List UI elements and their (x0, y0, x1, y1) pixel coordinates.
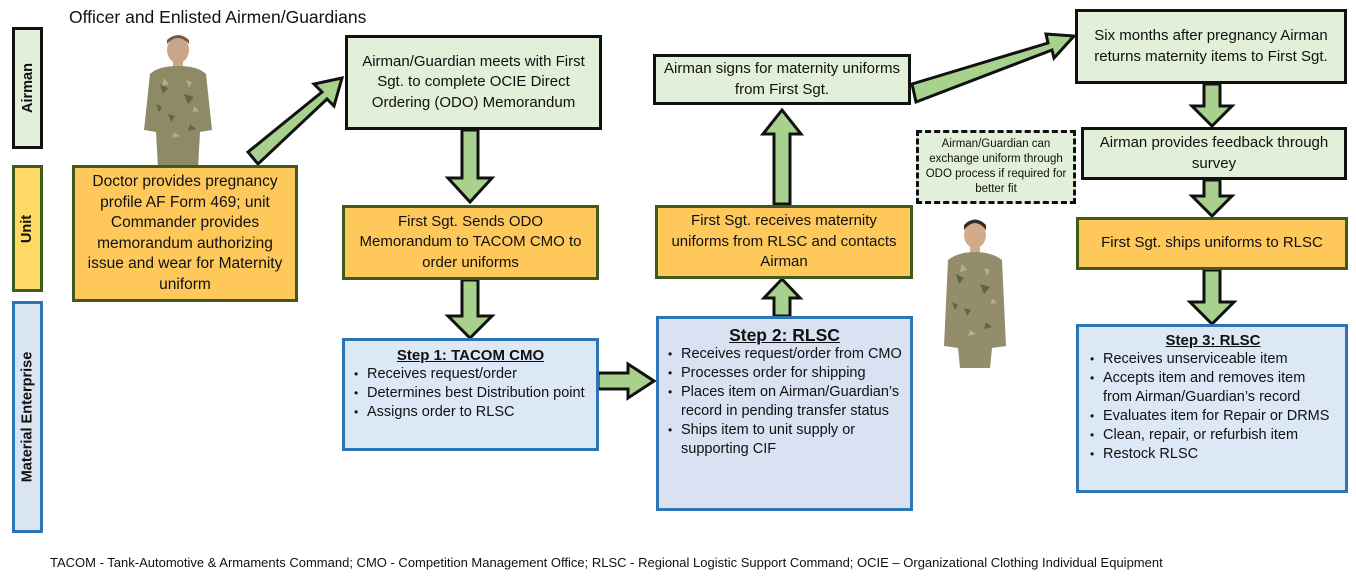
step2-title: Step 2: RLSC (729, 325, 840, 345)
step1-item: Assigns order to RLSC (354, 403, 588, 422)
box-six-months-return-text: Six months after pregnancy Airman return… (1094, 27, 1328, 65)
box-six-months-return: Six months after pregnancy Airman return… (1075, 9, 1347, 84)
lane-label-unit: Unit (12, 165, 43, 292)
arrow-feedback-to-ships (1188, 178, 1236, 219)
arrow-ships-to-step3 (1186, 268, 1238, 327)
step2-item: Ships item to unit supply or supporting … (668, 421, 902, 459)
arrow-sends-odo-to-step1 (444, 278, 496, 341)
step3-title: Step 3: RLSC (1165, 332, 1261, 349)
box-doctor-profile: Doctor provides pregnancy profile AF For… (72, 165, 298, 302)
step1-title: Step 1: TACOM CMO (396, 347, 545, 364)
step3-item: Accepts item and removes item from Airma… (1090, 369, 1337, 407)
box-ships-uniforms-text: First Sgt. ships uniforms to RLSC (1101, 234, 1323, 252)
box-step1-tacom-cmo: Step 1: TACOM CMO Receives request/order… (342, 338, 599, 451)
arrow-signs-to-six-months (910, 32, 1078, 105)
arrow-step1-to-step2 (596, 361, 657, 401)
step2-item: Receives request/order from CMO (668, 345, 902, 364)
box-sends-odo: First Sgt. Sends ODO Memorandum to TACOM… (342, 205, 599, 280)
step2-item: Processes order for shipping (668, 364, 902, 383)
note-exchange-uniform-text: Airman/Guardian can exchange uniform thr… (925, 138, 1067, 195)
step1-item: Determines best Distribution point (354, 384, 588, 403)
arrow-step2-to-receives (760, 276, 804, 318)
person-1-image (144, 35, 212, 168)
step2-list: Receives request/order from CMO Processe… (667, 345, 902, 459)
box-feedback-survey: Airman provides feedback through survey (1081, 127, 1347, 180)
box-signs-for-uniforms-text: Airman signs for maternity uniforms from… (664, 60, 900, 98)
step1-list: Receives request/order Determines best D… (353, 365, 588, 422)
box-sends-odo-text: First Sgt. Sends ODO Memorandum to TACOM… (359, 212, 582, 271)
person-2-image (944, 219, 1006, 368)
lane-label-material-enterprise: Material Enterprise (12, 301, 43, 533)
box-meet-first-sgt: Airman/Guardian meets with First Sgt. to… (345, 35, 602, 130)
step2-item: Places item on Airman/Guardian’s record … (668, 383, 902, 421)
box-receives-uniforms-text: First Sgt. receives maternity uniforms f… (671, 212, 897, 271)
box-signs-for-uniforms: Airman signs for maternity uniforms from… (653, 54, 911, 105)
step3-item: Receives unserviceable item (1090, 350, 1337, 369)
box-step3-rlsc: Step 3: RLSC Receives unserviceable item… (1076, 324, 1348, 493)
box-step2-rlsc: Step 2: RLSC Receives request/order from… (656, 316, 913, 511)
arrow-receives-to-signs (759, 107, 805, 206)
step1-item: Receives request/order (354, 365, 588, 384)
step3-item: Clean, repair, or refurbish item (1090, 426, 1337, 445)
arrow-doctor-to-meeting (245, 76, 345, 167)
step3-item: Restock RLSC (1090, 445, 1337, 464)
diagram-title: Officer and Enlisted Airmen/Guardians (69, 7, 367, 27)
step3-item: Evaluates item for Repair or DRMS (1090, 407, 1337, 426)
arrow-meeting-to-sends-odo (444, 128, 496, 205)
acronym-footnote: TACOM - Tank-Automotive & Armaments Comm… (50, 555, 1163, 570)
box-receives-uniforms: First Sgt. receives maternity uniforms f… (655, 205, 913, 279)
box-doctor-profile-text: Doctor provides pregnancy profile AF For… (87, 173, 283, 293)
note-exchange-uniform: Airman/Guardian can exchange uniform thr… (916, 130, 1076, 204)
step3-list: Receives unserviceable item Accepts item… (1089, 350, 1337, 464)
box-meet-first-sgt-text: Airman/Guardian meets with First Sgt. to… (362, 52, 585, 111)
lane-label-airman: Airman (12, 27, 43, 149)
arrow-six-months-to-feedback (1188, 82, 1236, 129)
box-ships-uniforms: First Sgt. ships uniforms to RLSC (1076, 217, 1348, 270)
box-feedback-survey-text: Airman provides feedback through survey (1099, 134, 1329, 172)
